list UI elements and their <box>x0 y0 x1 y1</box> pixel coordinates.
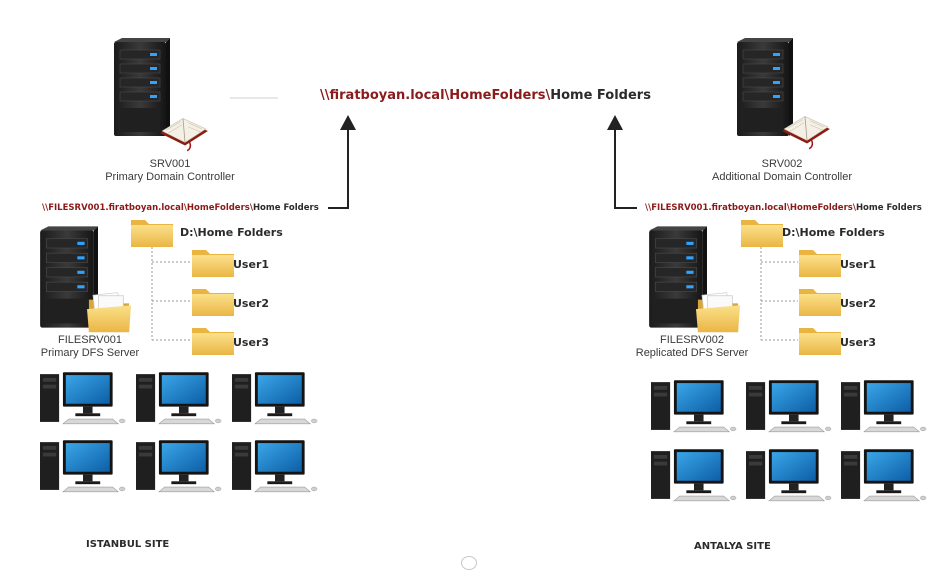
bottom-decoration <box>461 556 477 570</box>
filesrv002-name: FILESRV002 <box>659 334 724 346</box>
filesrv002-folder-icon <box>694 290 742 334</box>
left-share-path: \\FILESRV001.firatboyan.local\HomeFolder… <box>42 203 319 213</box>
left-root-folder-label: D:\Home Folders <box>180 226 283 239</box>
antalya-pc-4 <box>651 449 737 502</box>
filesrv002-role: Replicated DFS Server <box>635 347 749 359</box>
antalya-pc-1 <box>651 380 737 433</box>
left-arrow <box>328 115 356 209</box>
dfs-namespace-path: \\firatboyan.local\HomeFolders\Home Fold… <box>320 88 651 103</box>
srv002-label: SRV002 Additional Domain Controller <box>702 158 862 184</box>
istanbul-pc-1 <box>40 372 126 425</box>
srv002-book-icon <box>780 108 832 150</box>
right-user1-folder-icon <box>798 246 842 278</box>
filesrv001-name: FILESRV001 <box>57 334 122 346</box>
filesrv002-label: FILESRV002 Replicated DFS Server <box>612 334 772 360</box>
left-user3-label: User3 <box>233 336 270 349</box>
right-root-folder-icon <box>740 216 784 248</box>
antalya-site-label: ANTALYA SITE <box>694 541 771 552</box>
right-folder-tree-lines <box>760 247 798 341</box>
srv001-name: SRV001 <box>149 158 191 170</box>
left-user3-folder-icon <box>191 324 235 356</box>
istanbul-pc-5 <box>136 440 222 493</box>
dfs-namespace-path-folder: Home Folders <box>550 88 651 103</box>
srv002-role: Additional Domain Controller <box>711 171 852 183</box>
istanbul-site-label: ISTANBUL SITE <box>86 539 170 550</box>
istanbul-pc-2 <box>136 372 222 425</box>
srv001-role: Primary Domain Controller <box>105 171 235 183</box>
right-arrow <box>607 115 637 209</box>
right-share-path: \\FILESRV001.firatboyan.local\HomeFolder… <box>645 203 922 213</box>
right-user2-folder-icon <box>798 285 842 317</box>
srv002-name: SRV002 <box>761 158 803 170</box>
filesrv001-folder-icon <box>85 290 133 334</box>
right-user1-label: User1 <box>840 258 877 271</box>
srv001-book-icon <box>158 110 210 152</box>
right-share-path-prefix: \\FILESRV001.firatboyan.local\HomeFolder… <box>645 203 856 213</box>
left-folder-tree-lines <box>151 247 191 341</box>
right-root-folder-label: D:\Home Folders <box>782 226 885 239</box>
antalya-pc-6 <box>841 449 927 502</box>
left-user1-folder-icon <box>191 246 235 278</box>
istanbul-pc-4 <box>40 440 126 493</box>
left-share-path-folder: Home Folders <box>252 203 319 213</box>
dfs-namespace-path-prefix: \\firatboyan.local\HomeFolders\ <box>320 88 551 103</box>
filesrv001-label: FILESRV001 Primary DFS Server <box>10 334 170 360</box>
right-share-path-folder: Home Folders <box>855 203 922 213</box>
antalya-pc-2 <box>746 380 832 433</box>
left-root-folder-icon <box>130 216 174 248</box>
right-user3-label: User3 <box>840 336 877 349</box>
filesrv001-role: Primary DFS Server <box>40 347 140 359</box>
left-user2-folder-icon <box>191 285 235 317</box>
antalya-pc-5 <box>746 449 832 502</box>
left-user1-label: User1 <box>233 258 270 271</box>
right-user3-folder-icon <box>798 324 842 356</box>
istanbul-pc-3 <box>232 372 318 425</box>
srv001-label: SRV001 Primary Domain Controller <box>90 158 250 184</box>
right-user2-label: User2 <box>840 297 877 310</box>
left-share-path-prefix: \\FILESRV001.firatboyan.local\HomeFolder… <box>42 203 253 213</box>
left-user2-label: User2 <box>233 297 270 310</box>
istanbul-pc-6 <box>232 440 318 493</box>
antalya-pc-3 <box>841 380 927 433</box>
